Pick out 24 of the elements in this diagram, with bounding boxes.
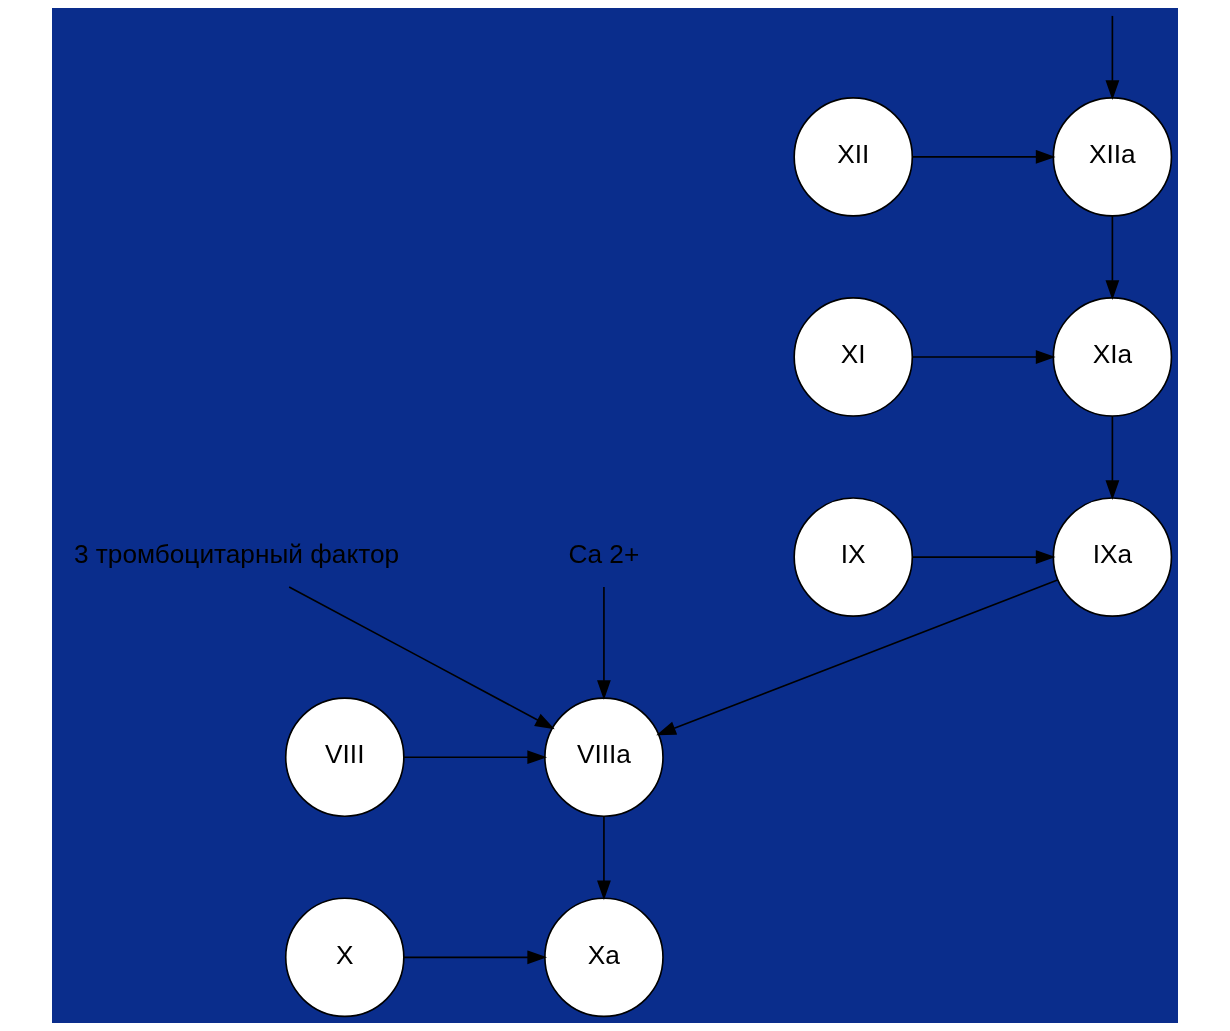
arrow xyxy=(911,550,1056,564)
node-circle: XIIa xyxy=(1052,97,1173,217)
arrow xyxy=(403,750,548,765)
arrow xyxy=(597,586,611,700)
arrow xyxy=(911,350,1056,364)
node-circle: IXa xyxy=(1052,497,1173,617)
node-circle: XI xyxy=(793,297,914,417)
node-circle: XIa xyxy=(1052,297,1173,417)
arrow xyxy=(1105,15,1120,101)
node-text: Ca 2+ xyxy=(568,539,640,570)
arrow xyxy=(597,815,611,901)
node-circle: XII xyxy=(793,97,914,217)
node-circle: X xyxy=(284,897,405,1018)
arrow xyxy=(288,586,555,730)
node-circle: VIIIa xyxy=(544,697,664,818)
arrow xyxy=(1105,215,1120,300)
node-circle: VIII xyxy=(284,697,405,818)
arrow xyxy=(656,579,1059,736)
node-circle: IX xyxy=(793,497,914,617)
node-text: 3 тромбоцитарный фактор xyxy=(73,539,400,570)
node-circle: Xa xyxy=(544,897,664,1018)
arrow xyxy=(911,150,1056,164)
arrow xyxy=(1105,415,1120,501)
arrow xyxy=(403,950,548,965)
